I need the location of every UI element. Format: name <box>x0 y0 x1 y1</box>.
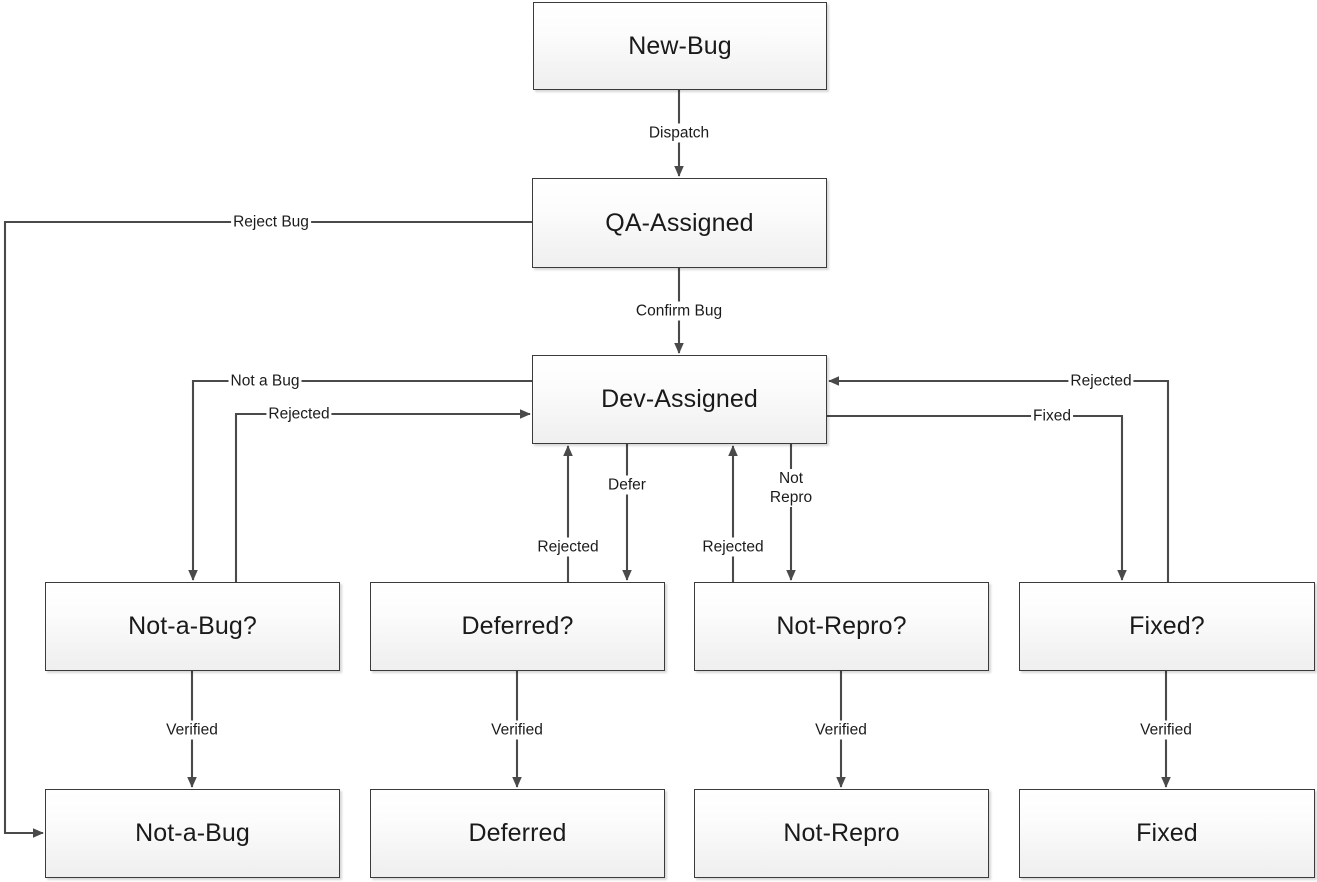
node-not-a-bug[interactable]: Not-a-Bug <box>45 789 340 878</box>
node-label: Fixed <box>1136 819 1198 847</box>
edge-label-not-repro: Not Repro <box>761 469 821 507</box>
edge-rejected-not-a-bug <box>234 409 531 582</box>
node-label: Deferred <box>468 819 567 847</box>
node-label: Fixed? <box>1129 612 1205 640</box>
node-label: Not-a-Bug <box>135 819 250 847</box>
node-label: Deferred? <box>461 612 574 640</box>
edge-label-dispatch: Dispatch <box>646 123 712 143</box>
node-qa-assigned[interactable]: QA-Assigned <box>532 178 827 268</box>
node-deferred[interactable]: Deferred <box>370 789 665 878</box>
edge-label-rejected-fixed: Rejected <box>1068 371 1134 391</box>
node-label: Not-Repro <box>783 819 900 847</box>
edge-label-confirm-bug: Confirm Bug <box>633 301 725 321</box>
edge-label-verified-not-repro: Verified <box>813 720 869 740</box>
edge-label-rejected-not-a-bug: Rejected <box>266 404 332 424</box>
edge-label-verified-not-a-bug: Verified <box>164 720 220 740</box>
node-dev-assigned[interactable]: Dev-Assigned <box>532 355 827 444</box>
edge-label-defer: Defer <box>606 475 648 495</box>
edge-label-verified-fixed: Verified <box>1138 720 1194 740</box>
node-label: Dev-Assigned <box>601 385 758 413</box>
node-not-repro-question[interactable]: Not-Repro? <box>694 582 989 671</box>
edge-reject-bug <box>3 220 532 838</box>
node-label: New-Bug <box>628 31 732 60</box>
edge-rejected-fixed <box>828 376 1170 582</box>
node-label: Not-a-Bug? <box>128 612 257 640</box>
node-not-repro[interactable]: Not-Repro <box>694 789 989 878</box>
node-deferred-question[interactable]: Deferred? <box>370 582 665 671</box>
edge-label-reject-bug: Reject Bug <box>231 212 311 232</box>
edge-not-a-bug <box>188 379 532 581</box>
node-fixed[interactable]: Fixed <box>1019 789 1315 878</box>
node-label: QA-Assigned <box>605 208 754 237</box>
edge-label-fixed: Fixed <box>1031 406 1073 426</box>
node-label: Not-Repro? <box>776 612 907 640</box>
edge-fixed <box>827 414 1127 581</box>
edge-label-verified-deferred: Verified <box>489 720 545 740</box>
edge-label-rejected-deferred: Rejected <box>535 537 601 557</box>
node-fixed-question[interactable]: Fixed? <box>1019 582 1315 671</box>
node-not-a-bug-question[interactable]: Not-a-Bug? <box>45 582 340 671</box>
edge-label-not-a-bug: Not a Bug <box>228 371 302 391</box>
edge-label-rejected-not-repro: Rejected <box>700 537 766 557</box>
node-new-bug[interactable]: New-Bug <box>533 2 827 90</box>
